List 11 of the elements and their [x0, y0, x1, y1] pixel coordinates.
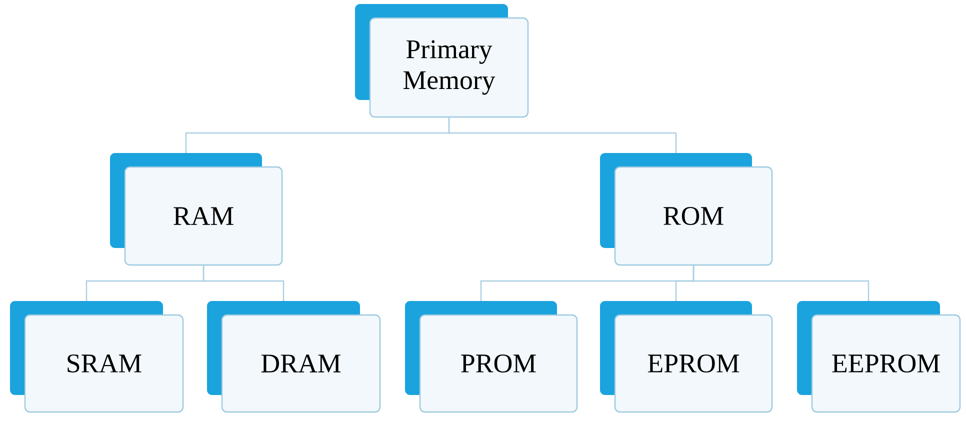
connector — [448, 117, 677, 153]
memory-box: Primary Memory — [355, 4, 529, 118]
memory-box: EPROM — [600, 301, 773, 413]
memory-box: DRAM — [207, 301, 381, 413]
connector — [692, 265, 870, 301]
memory-box: ROM — [600, 153, 773, 266]
memory-box: SRAM — [10, 301, 184, 413]
memory-box: PROM — [405, 301, 578, 413]
connector — [202, 265, 284, 301]
memory-box: RAM — [110, 153, 283, 266]
memory-box: EEPROM — [797, 301, 961, 413]
